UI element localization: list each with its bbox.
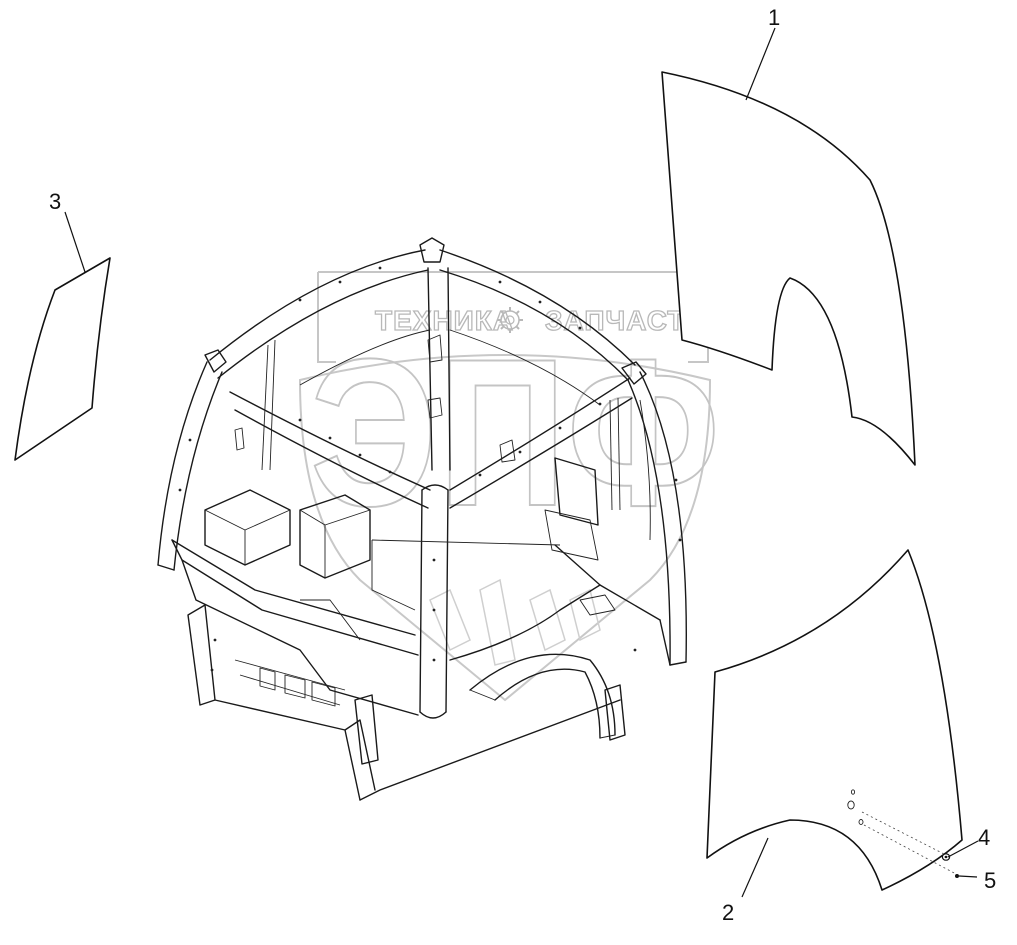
screw-part-5	[955, 874, 959, 878]
cab-frame	[157, 237, 687, 801]
leader-line-1	[745, 27, 776, 101]
leader-line-5	[958, 875, 978, 878]
watermark-text-left: ТЕХНИКА	[375, 305, 514, 336]
glass-panel-3	[14, 257, 111, 461]
leader-line-4	[947, 840, 979, 858]
mount-hole	[850, 789, 856, 795]
callout-3: 3	[49, 189, 61, 214]
mount-hole	[847, 800, 855, 810]
nut-part-4	[941, 853, 951, 861]
watermark-monogram: ЭПФ	[310, 315, 720, 550]
watermark: ТЕХНИКА ЗАПЧАСТИ ЭПФ	[298, 271, 721, 702]
callout-4: 4	[978, 825, 990, 850]
leader-line-3	[64, 211, 86, 273]
glass-panel-2	[706, 549, 963, 891]
glass-panel-1	[661, 71, 916, 466]
callout-2: 2	[722, 900, 734, 925]
leader-line-2	[741, 837, 769, 898]
callout-5: 5	[984, 868, 996, 893]
gear-icon	[497, 307, 523, 333]
mount-hole	[858, 819, 864, 825]
callout-1: 1	[768, 5, 780, 30]
